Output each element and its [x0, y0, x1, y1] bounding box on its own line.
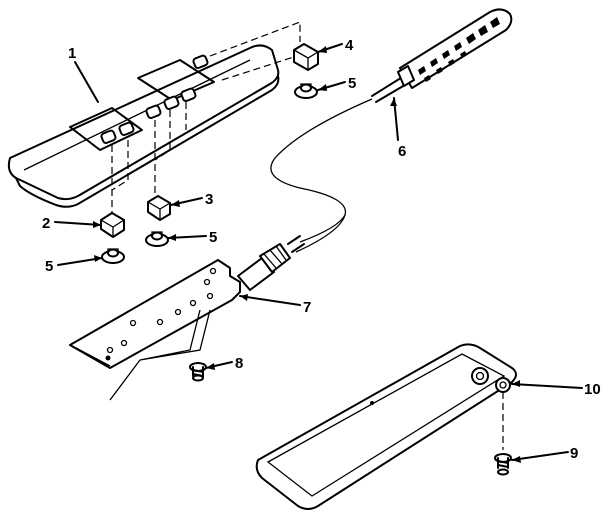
circuit-board: [69, 235, 305, 401]
callout-1: 1: [68, 45, 76, 62]
callout-8: 8: [235, 355, 243, 372]
callout-10: 10: [584, 381, 601, 398]
callout-5-top: 5: [348, 75, 356, 92]
rubber-contact-5-top: [294, 83, 318, 99]
button-cap-2: [100, 212, 125, 238]
button-cap-3: [147, 195, 171, 221]
callout-4: 4: [345, 37, 354, 54]
rubber-contact-5-left: [101, 248, 125, 264]
housing-button: [100, 129, 117, 144]
callout-9: 9: [570, 445, 578, 462]
callout-3: 3: [205, 191, 213, 208]
housing-button: [180, 87, 197, 102]
housing-button: [163, 95, 180, 110]
back-cover: [255, 343, 517, 510]
callout-2: 2: [42, 215, 50, 232]
housing-button: [118, 121, 135, 136]
leader-lines: [54, 43, 583, 463]
button-cap-4: [293, 43, 319, 71]
remote-housing: [7, 44, 280, 208]
callout-5-middle: 5: [209, 229, 217, 246]
housing-button: [145, 104, 162, 119]
assembly-lines: [111, 21, 301, 218]
callout-6: 6: [398, 143, 406, 160]
screw-8: [189, 362, 207, 382]
cord-with-strain-relief: [270, 8, 513, 253]
callout-5-left: 5: [45, 258, 53, 275]
housing-button: [192, 54, 209, 69]
callout-7: 7: [303, 299, 311, 316]
rubber-contact-5-middle: [145, 231, 169, 247]
screw-9: [494, 453, 512, 476]
